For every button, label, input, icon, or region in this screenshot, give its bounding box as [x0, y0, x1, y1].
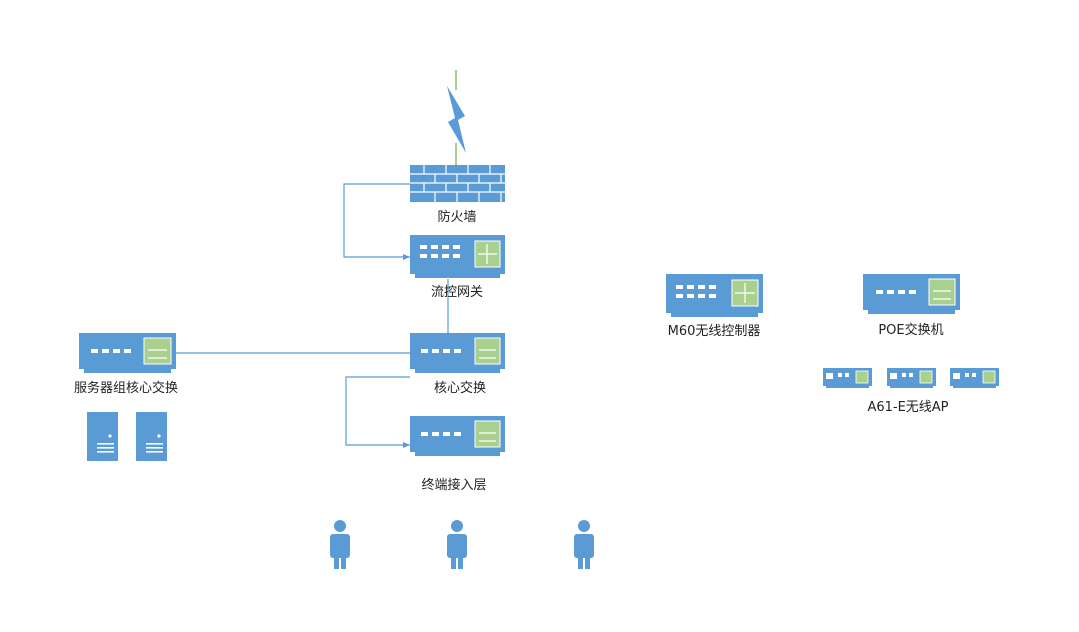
router-icon [666, 274, 763, 317]
person-icon[interactable] [447, 520, 467, 569]
wireless-controller-label: M60无线控制器 [668, 324, 761, 339]
poe-switch-node[interactable]: POE交换机 [863, 274, 960, 338]
switch-icon [410, 333, 505, 373]
server-icon[interactable] [136, 412, 167, 461]
access-layer-label: 终端接入层 [421, 477, 486, 493]
server-icon[interactable] [87, 412, 118, 461]
connectors [176, 183, 449, 448]
wan-link [447, 70, 466, 166]
lightning-icon [447, 86, 466, 153]
user-group [330, 520, 594, 569]
router-icon [410, 235, 505, 278]
firewall-node[interactable]: 防火墙 [410, 165, 505, 225]
poe-switch-label: POE交换机 [878, 322, 943, 338]
switch-icon [79, 333, 176, 373]
access-point-icon [950, 368, 999, 388]
person-icon[interactable] [330, 520, 350, 569]
firewall-icon [410, 165, 505, 202]
wireless-ap-group[interactable]: A61-E无线AP [823, 368, 999, 415]
core-to-access-link [345, 376, 410, 446]
server-core-switch-node[interactable]: 服务器组核心交换 [74, 333, 178, 396]
access-point-icon [887, 368, 936, 388]
server-group [87, 412, 167, 461]
wireless-controller-node[interactable]: M60无线控制器 [666, 274, 763, 339]
switch-icon [863, 274, 960, 314]
firewall-label: 防火墙 [437, 209, 476, 225]
person-icon[interactable] [574, 520, 594, 569]
access-point-icon [823, 368, 872, 388]
core-switch-node[interactable]: 核心交换 [410, 333, 505, 396]
wireless-ap-label: A61-E无线AP [867, 400, 948, 415]
switch-icon [410, 416, 505, 456]
flow-gateway-node[interactable]: 流控网关 [410, 235, 505, 300]
server-core-switch-label: 服务器组核心交换 [74, 380, 178, 396]
firewall-to-gateway-link [343, 183, 410, 258]
access-layer-node[interactable]: 终端接入层 [410, 416, 505, 493]
flow-gateway-label: 流控网关 [431, 285, 483, 300]
core-switch-label: 核心交换 [434, 380, 486, 396]
